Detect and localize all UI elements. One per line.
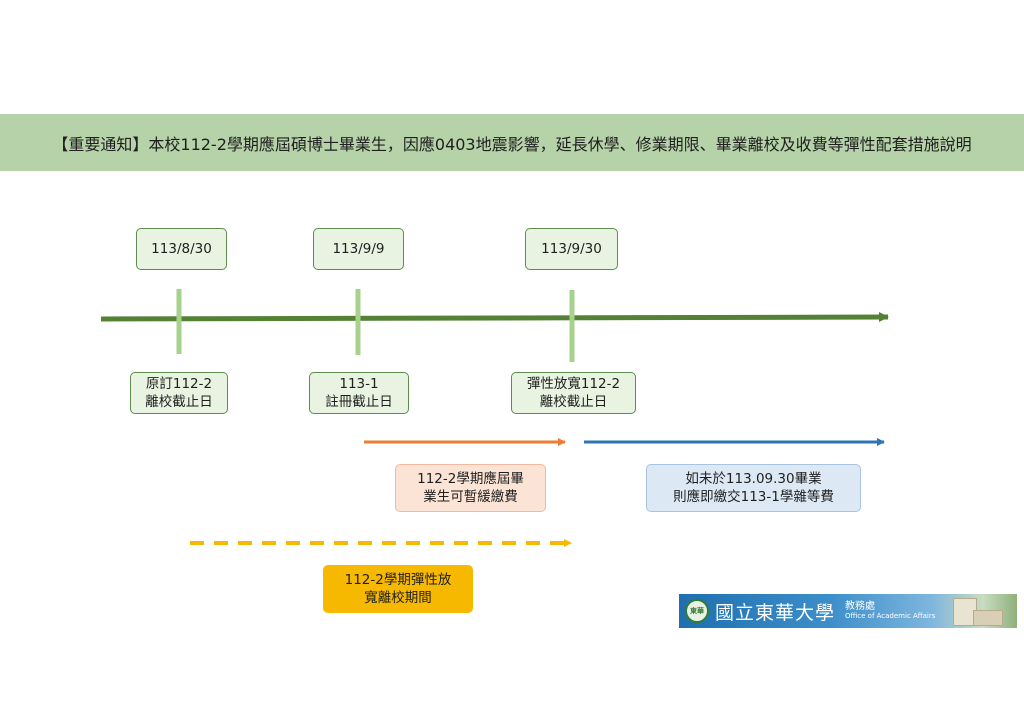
event-line1: 原訂112-2 bbox=[145, 376, 213, 392]
flexible-period-box: 112-2學期彈性放 寬離校期間 bbox=[323, 565, 473, 613]
deferral-period-box: 112-2學期應屆畢 業生可暫緩繳費 bbox=[395, 464, 546, 512]
event-box-original-deadline: 原訂112-2 離校截止日 bbox=[130, 372, 228, 414]
event-line1: 彈性放寬112-2 bbox=[526, 376, 621, 392]
date-label: 113/9/9 bbox=[332, 241, 385, 257]
timeline-main-arrow bbox=[100, 312, 889, 323]
event-box-registration-deadline: 113-1 註冊截止日 bbox=[309, 372, 409, 414]
event-line2: 離校截止日 bbox=[539, 394, 608, 410]
period-line1: 如未於113.09.30畢業 bbox=[685, 471, 822, 487]
date-label: 113/9/30 bbox=[541, 241, 602, 257]
period-line2: 業生可暫緩繳費 bbox=[423, 489, 518, 505]
payment-period-box: 如未於113.09.30畢業 則應即繳交113-1學雜等費 bbox=[646, 464, 861, 512]
event-line2: 離校截止日 bbox=[145, 394, 213, 410]
period-line1: 112-2學期應屆畢 bbox=[417, 471, 524, 487]
university-emblem-icon: 東華 bbox=[685, 599, 709, 623]
date-label: 113/8/30 bbox=[151, 241, 212, 257]
office-name: 教務處 bbox=[845, 601, 875, 612]
event-line1: 113-1 bbox=[339, 376, 379, 392]
period-line1: 112-2學期彈性放 bbox=[344, 572, 452, 588]
period-line2: 則應即繳交113-1學雜等費 bbox=[673, 489, 834, 505]
event-box-extended-deadline: 彈性放寬112-2 離校截止日 bbox=[511, 372, 636, 414]
university-logo-banner: 東華 國立東華大學 教務處 Office of Academic Affairs bbox=[679, 594, 1017, 628]
date-box-aug30: 113/8/30 bbox=[136, 228, 227, 270]
notice-title: 【重要通知】本校112-2學期應屆碩博士畢業生，因應0403地震影響，延長休學、… bbox=[52, 134, 972, 154]
office-name-en: Office of Academic Affairs bbox=[845, 612, 936, 620]
emblem-text: 東華 bbox=[690, 607, 704, 615]
date-box-sep30: 113/9/30 bbox=[525, 228, 618, 270]
campus-hall-icon bbox=[973, 610, 1003, 626]
period-line2: 寬離校期間 bbox=[364, 590, 432, 606]
notice-banner: 【重要通知】本校112-2學期應屆碩博士畢業生，因應0403地震影響，延長休學、… bbox=[0, 114, 1024, 171]
event-line2: 註冊截止日 bbox=[325, 394, 393, 410]
date-box-sep9: 113/9/9 bbox=[313, 228, 404, 270]
university-name: 國立東華大學 bbox=[715, 602, 836, 624]
